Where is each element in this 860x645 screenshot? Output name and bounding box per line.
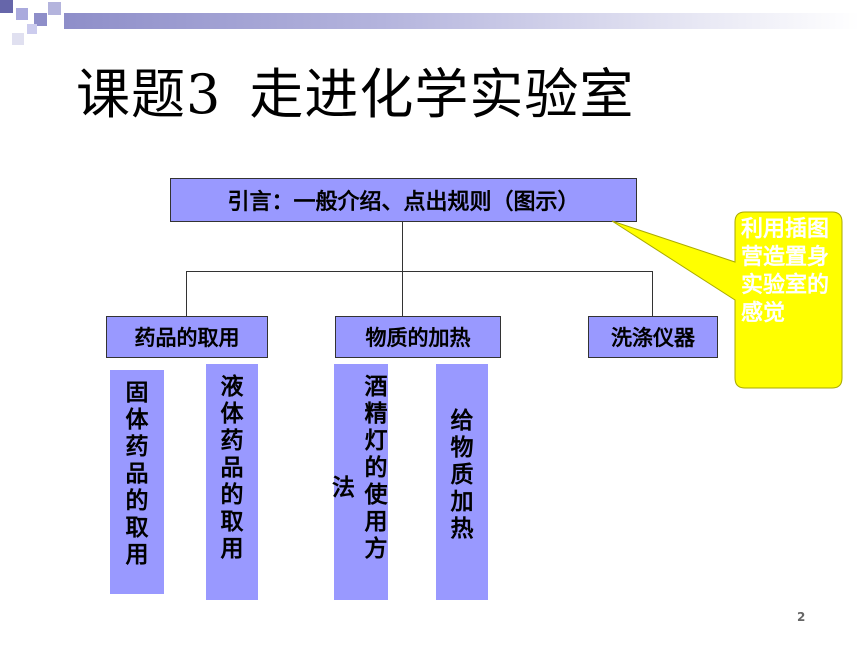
connector-branch-3 xyxy=(652,271,653,317)
sub-item-heating: 给物质加热 xyxy=(436,364,488,600)
branch-box-chemical-handling: 药品的取用 xyxy=(106,316,268,358)
sub-item-solid: 固体药品的取用 xyxy=(110,370,164,594)
decor-square xyxy=(16,8,28,20)
page-number: 2 xyxy=(797,610,806,624)
title-main: 走进化学实验室 xyxy=(249,63,635,126)
branch-label: 物质的加热 xyxy=(365,326,471,350)
connector-branch-1 xyxy=(186,271,187,317)
decor-square xyxy=(34,13,47,26)
decor-square xyxy=(0,0,13,13)
callout-text: 利用插图营造置身实验室的感觉 xyxy=(741,217,830,326)
root-box-label: 引言：一般介绍、点出规则（图示） xyxy=(227,190,580,215)
connector-horizontal xyxy=(186,271,653,272)
connector-branch-2 xyxy=(402,271,403,317)
sub-item-liquid: 液体药品的取用 xyxy=(206,364,258,600)
branch-label: 洗涤仪器 xyxy=(611,326,695,350)
decor-square xyxy=(27,24,37,34)
sub-item-lamp: 酒精灯的使用方 xyxy=(334,364,388,600)
decor-square xyxy=(48,2,61,15)
branch-box-heating: 物质的加热 xyxy=(335,316,501,358)
title-prefix: 课题3 xyxy=(76,63,222,126)
branch-box-cleaning: 洗涤仪器 xyxy=(588,316,718,358)
branch-label: 药品的取用 xyxy=(134,326,240,350)
connector-root-vertical xyxy=(402,221,403,272)
slide-title: 课题3 走进化学实验室 xyxy=(76,50,634,129)
sub-item-lamp-overflow: 法 xyxy=(332,475,355,501)
decor-square xyxy=(12,33,24,45)
header-gradient-bar xyxy=(64,13,860,29)
root-box: 引言：一般介绍、点出规则（图示） xyxy=(170,178,637,222)
